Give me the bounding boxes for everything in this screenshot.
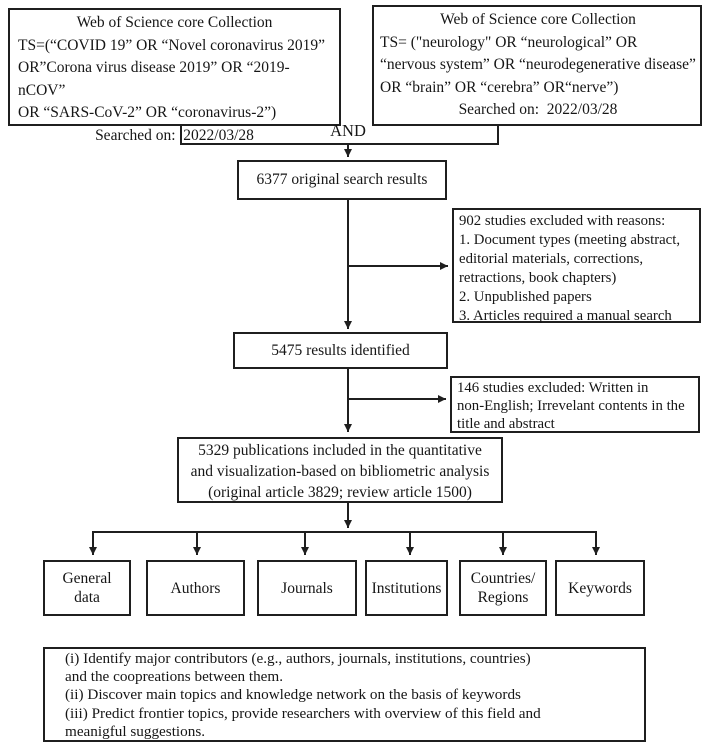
search-date: Searched on: 2022/03/28 <box>95 126 254 144</box>
search-source-neurology-box: Web of Science core Collection TS= ("neu… <box>372 5 702 126</box>
initial-results-text: 6377 original search results <box>256 171 428 188</box>
source-title: Web of Science core Collection <box>76 14 273 31</box>
objectives-box: (i) Identify major contributors (e.g., a… <box>43 647 646 742</box>
and-operator-label: AND <box>330 121 366 140</box>
search-date: Searched on: 2022/03/28 <box>458 101 618 118</box>
source-title: Web of Science core Collection <box>440 11 636 28</box>
identified-results-box: 5475 results identified <box>233 332 448 369</box>
included-publications-box: 5329 publications included in the quanti… <box>177 437 503 503</box>
category-box-countries-regions: Countries/ Regions <box>459 560 547 616</box>
category-box-keywords: Keywords <box>555 560 645 616</box>
identified-results-text: 5475 results identified <box>271 341 410 359</box>
exclusion-reasons-box-2: 146 studies excluded: Written in non-Eng… <box>450 376 700 433</box>
search-query-neurology: TS= ("neurology" OR “neurological” OR “n… <box>380 33 696 96</box>
category-box-authors: Authors <box>146 560 245 616</box>
exclusion-reasons-box-1: 902 studies excluded with reasons: 1. Do… <box>452 208 701 324</box>
category-box-general-data: General data <box>43 560 131 616</box>
initial-results-box: 6377 original search results <box>237 160 447 200</box>
category-box-journals: Journals <box>257 560 357 616</box>
search-query-covid: TS=(“COVID 19” OR “Novel coronavirus 201… <box>18 36 326 122</box>
search-source-covid-box: Web of Science core Collection TS=(“COVI… <box>8 8 341 144</box>
category-box-institutions: Institutions <box>365 560 448 616</box>
